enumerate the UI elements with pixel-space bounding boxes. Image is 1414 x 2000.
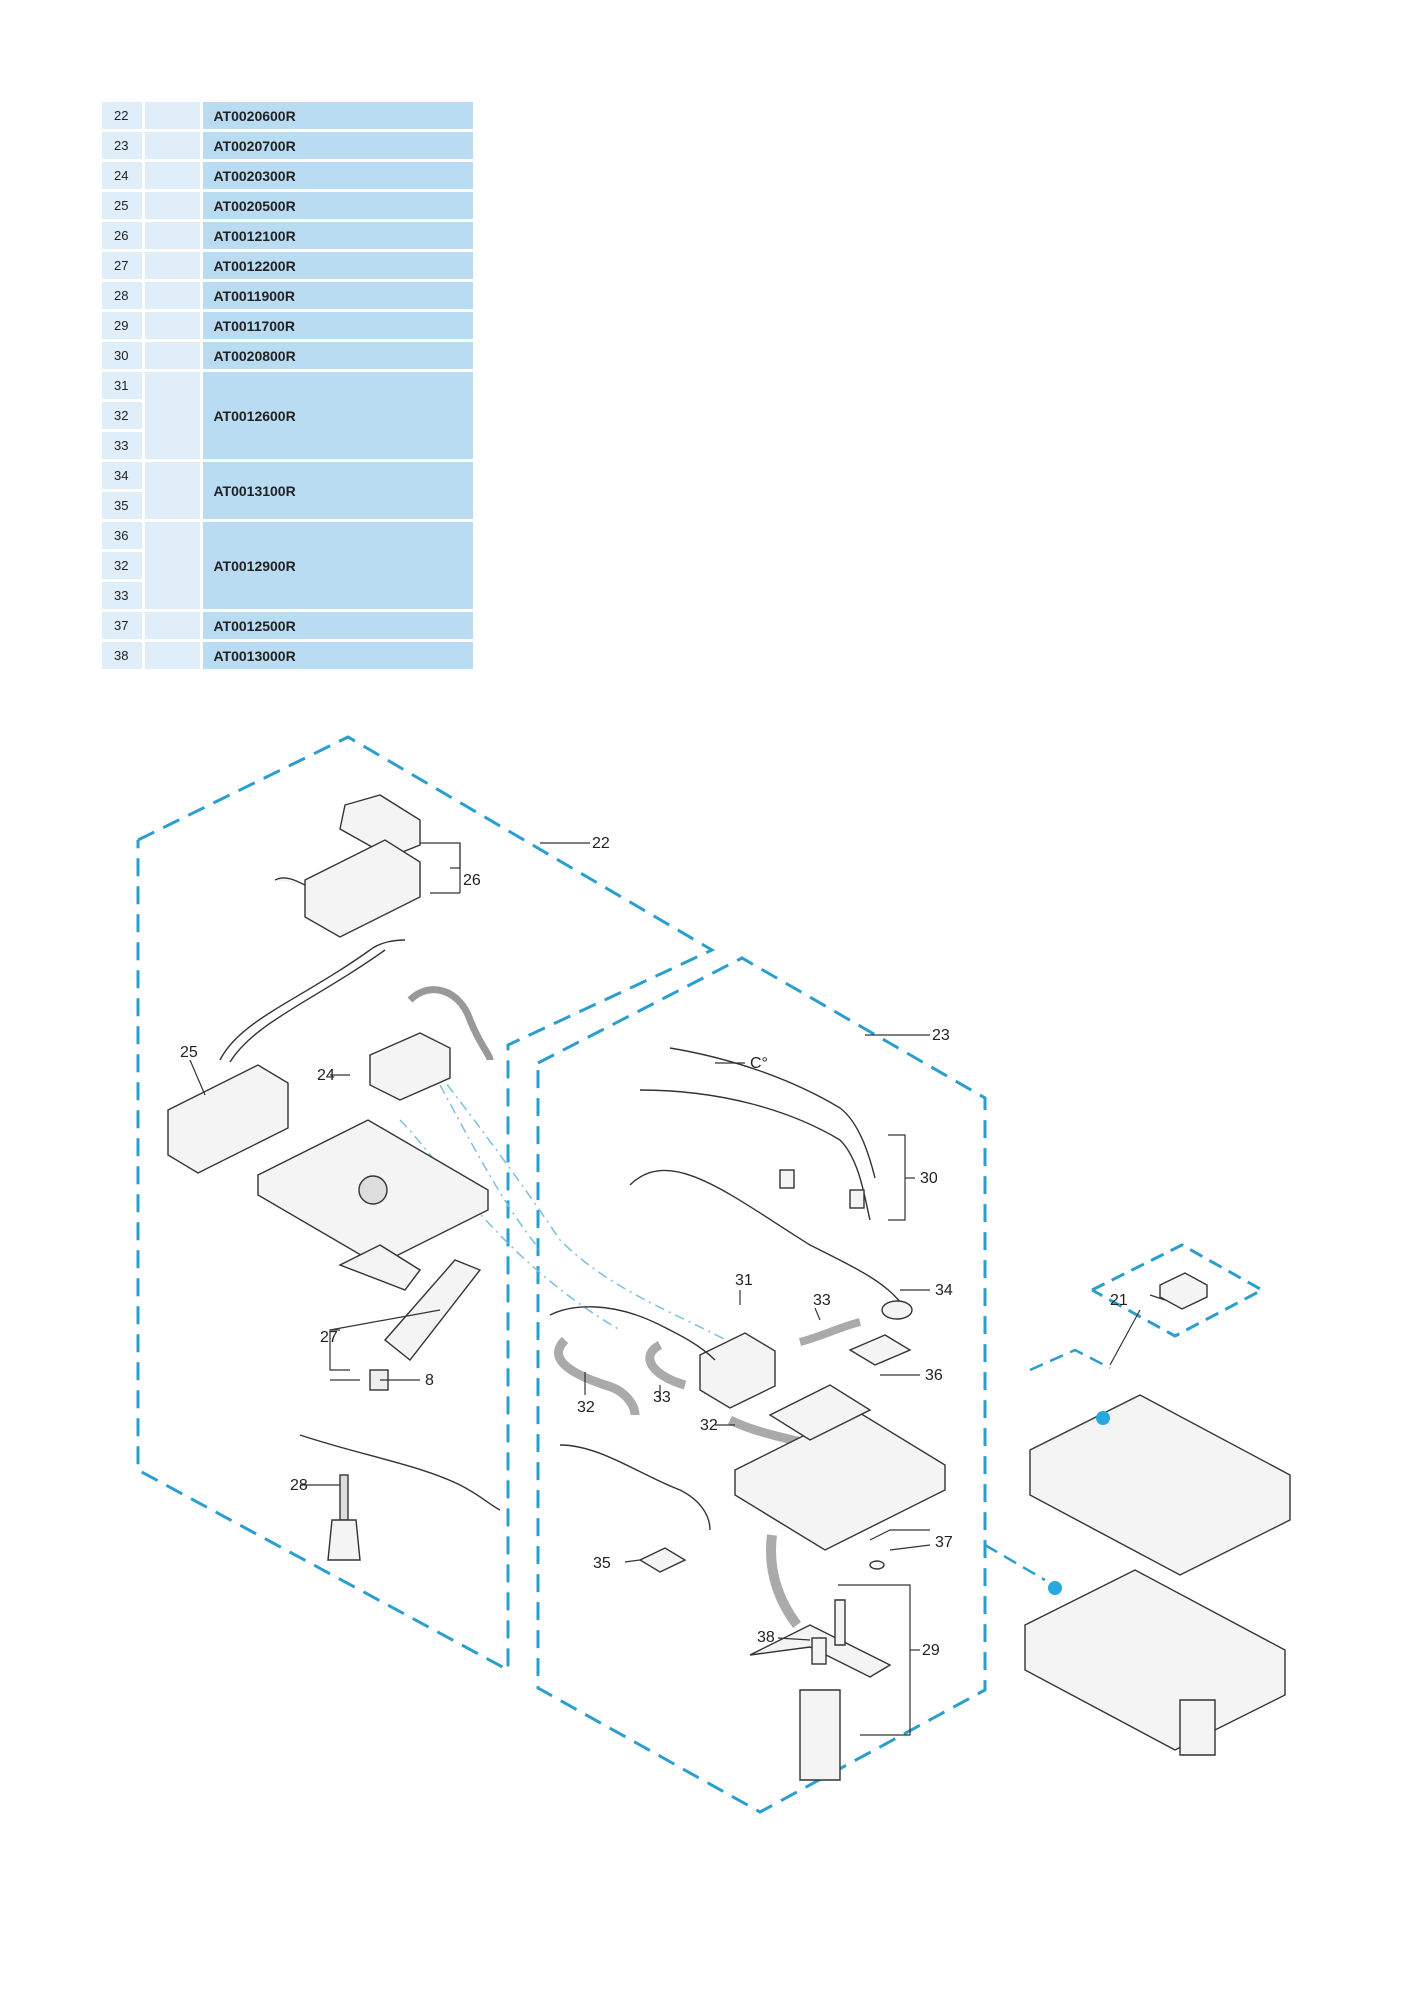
part-code: AT0012900R [203,522,473,609]
part-code: AT0012500R [203,612,473,639]
ref-number: 36 [102,522,142,549]
ref-number: 30 [102,342,142,369]
ref-number: 33 [102,432,142,459]
qty-cell [145,642,201,669]
part-code: AT0012100R [203,222,473,249]
ref-number: 35 [102,492,142,519]
qty-cell [145,462,201,519]
ref-number: 22 [102,102,142,129]
callout-8: 8 [425,1372,434,1389]
callout-29: 29 [922,1642,940,1659]
part-code: AT0020600R [203,102,473,129]
callout-32-a: 32 [577,1399,595,1416]
ref-number: 33 [102,582,142,609]
callout-22: 22 [592,835,610,852]
leader-lines [189,842,1166,1736]
callout-c-degree: C° [750,1055,768,1072]
part-code: AT0020800R [203,342,473,369]
qty-cell [145,612,201,639]
part-code: AT0020700R [203,132,473,159]
parts-row: 30 AT0020800R [102,342,473,369]
parts-row: 23 AT0020700R [102,132,473,159]
callout-37: 37 [935,1534,953,1551]
callout-38: 38 [757,1629,775,1646]
callout-27: 27 [320,1329,338,1346]
part-code: AT0013000R [203,642,473,669]
qty-cell [145,162,201,189]
callout-21: 21 [1110,1292,1128,1309]
callout-labels: 22 26 25 24 27 8 28 23 C° 30 31 33 34 32… [180,835,1128,1659]
qty-cell [145,222,201,249]
ref-number: 34 [102,462,142,489]
part-code: AT0013100R [203,462,473,519]
part-code: AT0011900R [203,282,473,309]
qty-cell [145,372,201,459]
parts-row: 36 32 33 AT0012900R [102,522,473,609]
qty-cell [145,312,201,339]
qty-cell [145,522,201,609]
parts-row: 34 35 AT0013100R [102,462,473,519]
part-code: AT0011700R [203,312,473,339]
qty-cell [145,252,201,279]
callout-24: 24 [317,1067,335,1084]
ref-number: 32 [102,552,142,579]
ref-number: 27 [102,252,142,279]
part-code: AT0012600R [203,372,473,459]
component-drawings [167,794,1291,1781]
callout-34: 34 [935,1282,953,1299]
ref-number: 29 [102,312,142,339]
callout-25: 25 [180,1044,198,1061]
ref-number: 25 [102,192,142,219]
callout-31: 31 [735,1272,753,1289]
ref-number: 26 [102,222,142,249]
qty-cell [145,282,201,309]
callout-33-b: 33 [653,1389,671,1406]
part-code: AT0020500R [203,192,473,219]
part-code: AT0012200R [203,252,473,279]
group-outline-22 [136,735,716,1673]
qty-cell [145,132,201,159]
parts-row: 28 AT0011900R [102,282,473,309]
ref-number: 37 [102,612,142,639]
parts-row: 27 AT0012200R [102,252,473,279]
callout-30: 30 [920,1170,938,1187]
qty-cell [145,342,201,369]
parts-row: 31 32 33 AT0012600R [102,372,473,459]
connector-lines [984,1348,1111,1582]
ref-number: 24 [102,162,142,189]
callout-32-b: 32 [700,1417,718,1434]
part-code: AT0020300R [203,162,473,189]
callout-33-a: 33 [813,1292,831,1309]
qty-cell [145,192,201,219]
ref-number: 23 [102,132,142,159]
callout-23: 23 [932,1027,950,1044]
callout-36: 36 [925,1367,943,1384]
callout-35: 35 [593,1555,611,1572]
callout-26: 26 [463,872,481,889]
hose-paths [399,1049,761,1361]
callout-28: 28 [290,1477,308,1494]
parts-row: 29 AT0011700R [102,312,473,339]
parts-row: 38 AT0013000R [102,642,473,669]
ref-number: 28 [102,282,142,309]
group-outline-23 [536,956,987,1814]
parts-row: 24 AT0020300R [102,162,473,189]
parts-row: 25 AT0020500R [102,192,473,219]
ref-number: 38 [102,642,142,669]
parts-row: 37 AT0012500R [102,612,473,639]
parts-row: 22 AT0020600R [102,102,473,129]
parts-row: 26 AT0012100R [102,222,473,249]
qty-cell [145,102,201,129]
group-outline-21 [1091,1243,1266,1338]
ref-number: 32 [102,402,142,429]
ref-number: 31 [102,372,142,399]
